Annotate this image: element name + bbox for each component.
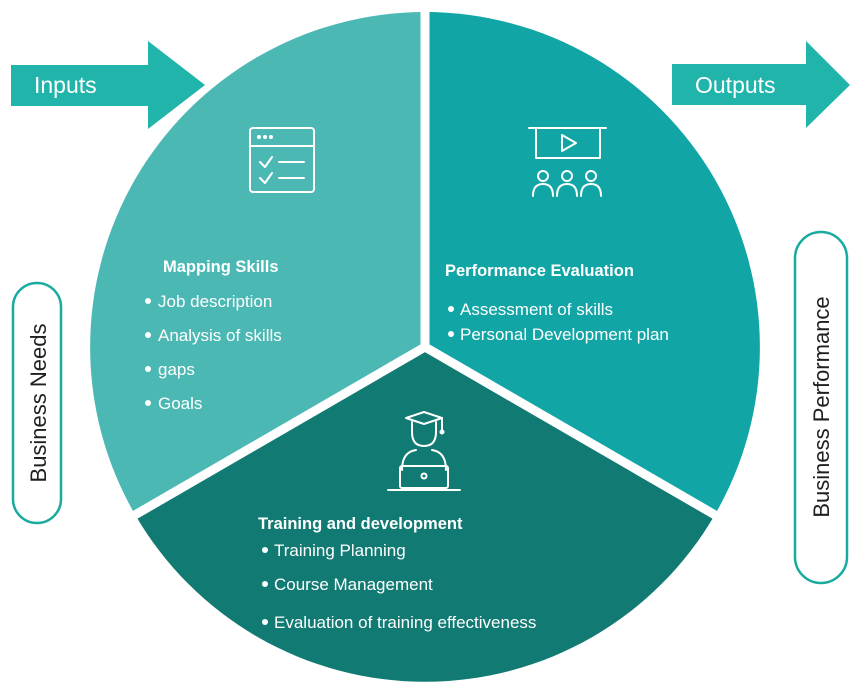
checklist-window-icon xyxy=(249,127,315,193)
business-needs-label: Business Needs xyxy=(26,324,51,483)
bullet-item: Training Planning xyxy=(274,541,406,560)
bullet-item: gaps xyxy=(158,360,195,379)
segment-performance-evaluation xyxy=(425,12,760,515)
outputs-label: Outputs xyxy=(695,72,776,98)
bullet-item: Personal Development plan xyxy=(460,325,669,344)
performance-evaluation-bullets: Assessment of skills Personal Developmen… xyxy=(448,300,669,344)
outputs-arrow: Outputs xyxy=(672,41,850,128)
business-performance-pill: Business Performance xyxy=(793,230,849,585)
training-development-title: Training and development xyxy=(258,515,463,533)
segment-training-development xyxy=(135,347,715,682)
business-performance-label: Business Performance xyxy=(809,296,834,517)
bullet-item: Course Management xyxy=(274,575,433,594)
performance-evaluation-title: Performance Evaluation xyxy=(445,262,634,280)
mapping-skills-bullets: Job description Analysis of skills gaps … xyxy=(145,292,282,413)
training-development-bullets: Training Planning Course Management Eval… xyxy=(262,541,536,632)
inputs-label: Inputs xyxy=(34,72,97,98)
bullet-item: Goals xyxy=(158,394,202,413)
graduate-laptop-icon xyxy=(387,411,461,491)
bullet-item: Job description xyxy=(158,292,272,311)
bullet-item: Evaluation of training effectiveness xyxy=(274,613,536,632)
segment-dividers xyxy=(125,4,725,523)
bullet-item: Analysis of skills xyxy=(158,326,282,345)
inputs-arrow: Inputs xyxy=(11,41,205,129)
segment-mapping-skills xyxy=(90,12,425,515)
mapping-skills-title: Mapping Skills xyxy=(163,258,279,276)
business-needs-pill: Business Needs xyxy=(11,281,63,525)
bullet-item: Assessment of skills xyxy=(460,300,613,319)
video-presentation-audience-icon xyxy=(528,127,607,197)
